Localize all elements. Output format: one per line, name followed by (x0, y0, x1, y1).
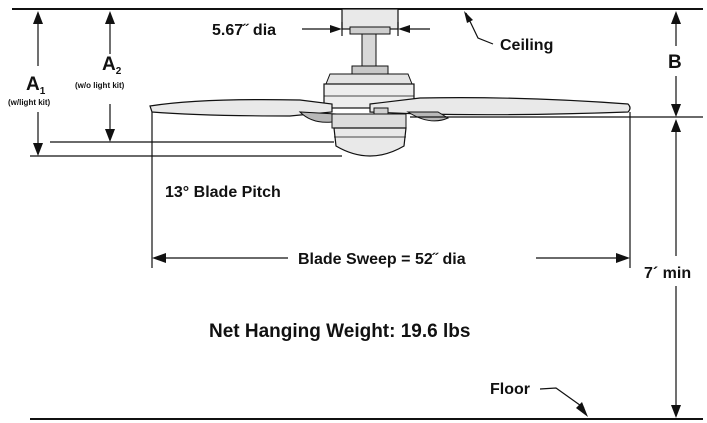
a2-note: (w/o light kit) (75, 81, 125, 90)
canopy-dia-dimension (302, 22, 430, 36)
min-height-label: 7´ min (644, 265, 691, 282)
a1-label: A1 (26, 74, 46, 97)
a2-dimension (50, 11, 334, 143)
b-label: B (668, 52, 682, 73)
ceiling-fan-illustration (149, 8, 631, 157)
blade-pitch-label: 13° Blade Pitch (165, 184, 281, 201)
a1-note: (w/light kit) (8, 98, 51, 107)
blade-sweep-label: Blade Sweep = 52˝ dia (298, 251, 466, 268)
b-dimension (410, 11, 703, 118)
blade-sweep-dimension (151, 112, 631, 268)
floor-label: Floor (490, 381, 530, 398)
a2-label: A2 (102, 54, 122, 77)
a1-dimension (30, 11, 342, 157)
canopy-dia-label: 5.67˝ dia (212, 22, 276, 39)
min-height-dimension (671, 119, 681, 418)
floor-leader (539, 387, 585, 409)
net-weight-label: Net Hanging Weight: 19.6 lbs (209, 321, 470, 342)
ceiling-label: Ceiling (500, 37, 553, 54)
